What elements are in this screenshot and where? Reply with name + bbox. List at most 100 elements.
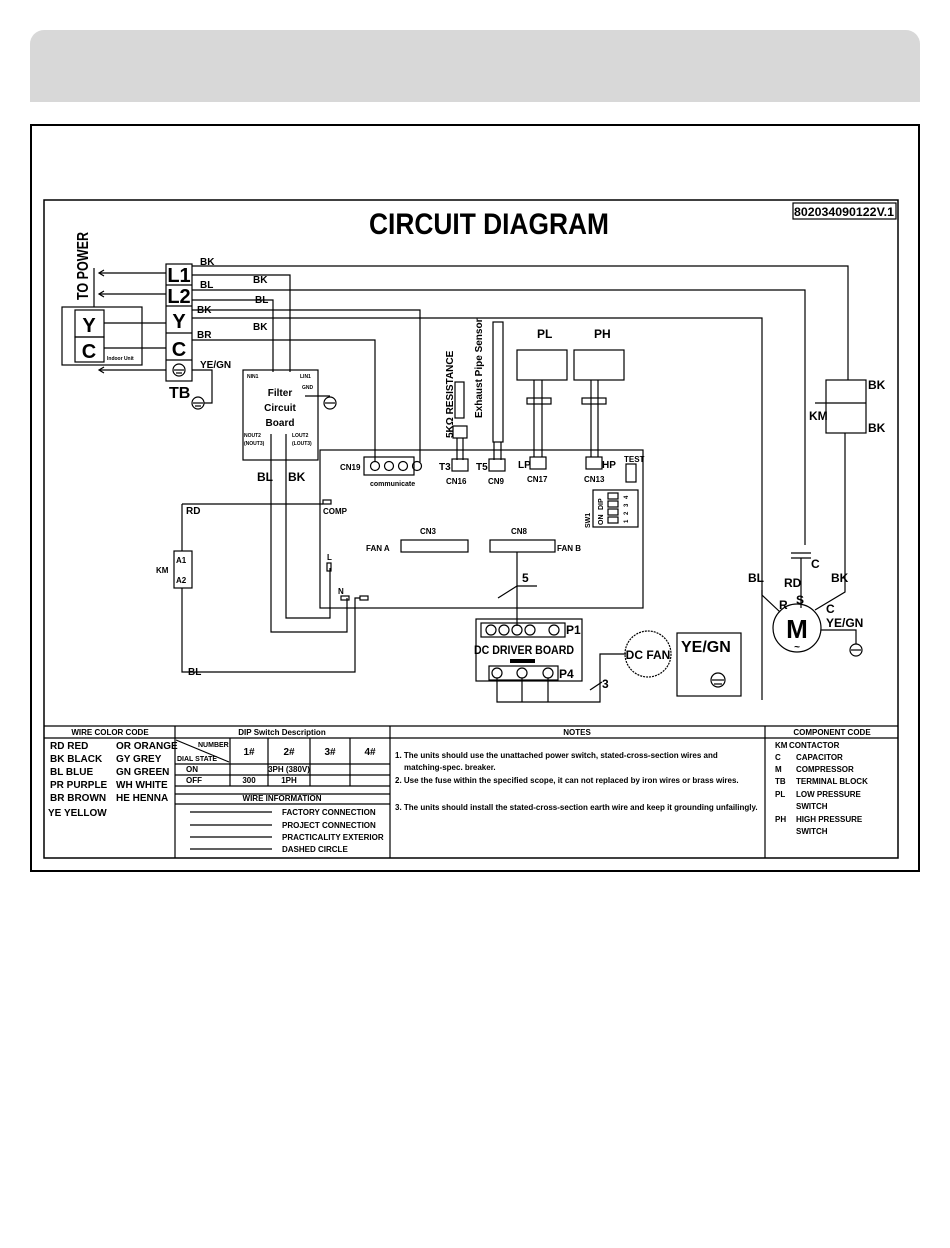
supply-wires: BK BK BL BL BK BK BR YE/GN [192,257,849,700]
svg-text:P1: P1 [566,623,581,637]
header-bar [30,30,920,102]
svg-text:TB: TB [169,385,190,402]
svg-text:LOW PRESSURE: LOW PRESSURE [796,790,862,799]
svg-text:KM: KM [809,409,828,423]
svg-text:BL: BL [748,571,764,585]
svg-text:BK: BK [253,275,268,286]
svg-text:RD RED: RD RED [50,741,88,752]
svg-text:COMP: COMP [323,507,348,516]
svg-text:L1: L1 [167,265,190,287]
svg-text:HE HENNA: HE HENNA [116,793,168,804]
svg-text:N: N [338,587,344,596]
svg-text:DASHED CIRCLE: DASHED CIRCLE [282,845,348,854]
svg-text:T5: T5 [476,462,488,473]
svg-text:3: 3 [624,503,630,507]
svg-text:communicate: communicate [370,481,415,488]
contactor-coil: A1 A2 KM RD BL [156,504,201,678]
svg-text:HP: HP [602,460,616,471]
svg-text:Exhaust Pipe Sensor: Exhaust Pipe Sensor [474,318,485,418]
svg-text:SWITCH: SWITCH [796,827,828,836]
svg-text:CN3: CN3 [420,527,437,536]
svg-text:R: R [779,598,788,612]
svg-text:FAN A: FAN A [366,544,390,553]
svg-text:KM: KM [775,741,788,750]
svg-text:CONTACTOR: CONTACTOR [789,741,840,750]
svg-text:PL: PL [537,327,552,341]
dc-driver-board: P1 DC DRIVER BOARD P4 3 [474,618,626,703]
svg-text:(NOUT3): (NOUT3) [244,441,265,447]
svg-text:BL: BL [188,667,201,678]
svg-text:PL: PL [775,790,785,799]
svg-text:Circuit: Circuit [264,403,296,414]
svg-text:4#: 4# [364,747,376,758]
svg-text:2. Use the fuse within the spe: 2. Use the fuse within the specified sco… [395,776,739,785]
svg-text:L2: L2 [167,286,190,308]
svg-text:(LOUT3): (LOUT3) [292,441,312,447]
svg-text:GND: GND [302,385,314,391]
svg-text:WH WHITE: WH WHITE [116,780,168,791]
diagram-title: CIRCUIT DIAGRAM [369,208,609,241]
svg-text:5KΩ RESISTANCE: 5KΩ RESISTANCE [445,350,456,438]
svg-text:1#: 1# [243,747,255,758]
terminal-block: L1 L2 Y C TB [165,263,205,410]
svg-text:BK BLACK: BK BLACK [50,754,103,765]
indoor-unit: Y C Indoor Unit [61,306,166,366]
svg-text:C: C [172,339,186,361]
svg-text:Filter: Filter [268,388,293,399]
svg-text:S: S [796,593,804,607]
svg-text:BK: BK [288,470,306,484]
svg-text:NUMBER: NUMBER [198,742,229,749]
svg-text:2: 2 [624,511,630,515]
svg-text:BR: BR [197,330,212,341]
svg-text:DIP Switch Description: DIP Switch Description [238,728,326,737]
svg-text:BK: BK [831,571,849,585]
svg-text:BK: BK [200,257,215,268]
contactor-km: BK BK KM [809,378,886,585]
svg-text:1. The units should use the un: 1. The units should use the unattached p… [395,751,718,760]
svg-text:DIAL STATE: DIAL STATE [177,756,217,763]
svg-text:BL BLUE: BL BLUE [50,767,93,778]
svg-text:Indoor Unit: Indoor Unit [107,356,134,362]
dip-switch-sw1: SW1 DIP ON 4 3 2 1 [585,489,639,528]
power-arrows [97,269,166,374]
svg-text:DC DRIVER BOARD: DC DRIVER BOARD [474,643,574,657]
svg-text:PH: PH [775,815,786,824]
svg-text:PH: PH [594,327,611,341]
svg-text:4: 4 [624,495,630,499]
svg-text:M: M [786,614,808,644]
svg-text:HIGH PRESSURE: HIGH PRESSURE [796,815,863,824]
svg-text:NOTES: NOTES [563,728,591,737]
svg-text:BK: BK [868,378,886,392]
svg-text:TEST: TEST [624,455,645,464]
legend-tables: WIRE COLOR CODE RD RED BK BLACK BL BLUE … [44,725,898,858]
svg-text:DC FAN: DC FAN [626,648,671,662]
svg-text:RD: RD [186,506,200,517]
svg-text:TB: TB [775,777,786,786]
svg-text:A2: A2 [176,576,187,585]
diagram-frame [43,199,899,859]
svg-text:M: M [775,765,782,774]
svg-text:BL: BL [255,295,268,306]
svg-text:BL: BL [200,280,213,291]
svg-text:Y: Y [172,311,186,333]
svg-text:LIN1: LIN1 [300,374,311,380]
svg-text:PR PURPLE: PR PURPLE [50,780,108,791]
svg-text:YE/GN: YE/GN [200,360,231,371]
svg-text:matching-spec. breaker.: matching-spec. breaker. [404,763,496,772]
svg-text:DIP: DIP [598,498,605,510]
svg-text:BK: BK [197,305,212,316]
to-power-label: TO POWER [75,232,92,300]
svg-text:CN13: CN13 [584,475,605,484]
svg-text:P4: P4 [559,667,574,681]
svg-text:T3: T3 [439,462,451,473]
svg-text:BK: BK [868,421,886,435]
wire-color-code-header: WIRE COLOR CODE [71,728,149,737]
svg-text:BK: BK [253,322,268,333]
svg-text:3#: 3# [324,747,336,758]
sensors: 5KΩ RESISTANCE Exhaust Pipe Sensor PL PH [445,318,625,460]
svg-text:ON: ON [598,515,605,526]
svg-text:C: C [811,557,820,571]
svg-text:KM: KM [156,566,169,575]
compressor: C M ~ BL RD BK R S C YE/GN [748,552,863,657]
